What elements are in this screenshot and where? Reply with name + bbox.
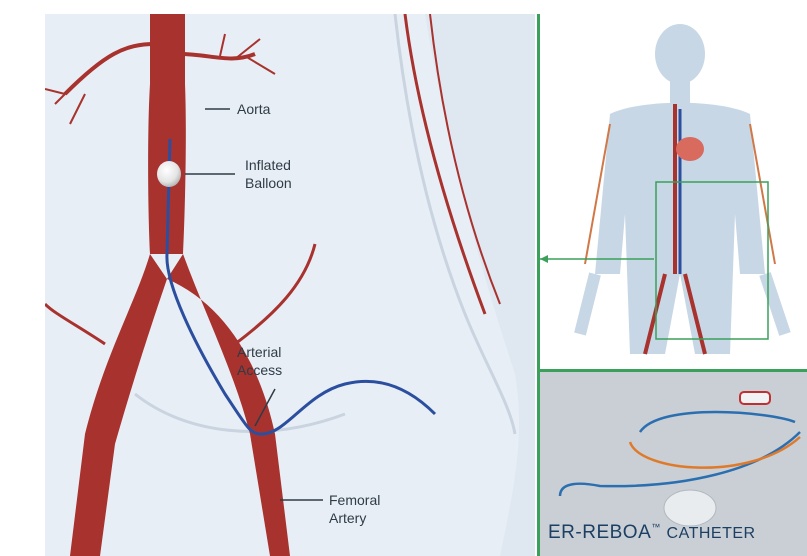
aorta-label: Aorta <box>237 101 270 118</box>
femoral-artery-label-line1: Femoral <box>329 492 380 509</box>
full-body-overview <box>540 14 807 370</box>
catheter-product-photo: ER-REBOA™ CATHETER <box>540 372 807 556</box>
torso-silhouette <box>45 14 519 556</box>
anatomy-illustration: Aorta Inflated Balloon Arterial Access F… <box>45 14 535 556</box>
catheter-shaft <box>560 432 800 496</box>
arterial-access-label-line2: Access <box>237 362 282 379</box>
femoral-artery-label-line2: Artery <box>329 510 366 527</box>
product-name: ER-REBOA <box>548 522 651 543</box>
product-caption: ER-REBOA™ CATHETER <box>548 522 756 544</box>
trademark-symbol: ™ <box>651 522 661 532</box>
body-figure <box>540 14 807 370</box>
arterial-access-label-line1: Arterial <box>237 344 281 361</box>
catheter-loop-orange <box>630 437 800 468</box>
catheter-hub <box>740 392 770 404</box>
head <box>655 24 705 84</box>
inflated-balloon <box>157 161 181 187</box>
focus-pointer-arrowhead <box>540 255 548 263</box>
product-suffix: CATHETER <box>667 525 756 542</box>
inflated-balloon-label-line1: Inflated <box>245 157 291 174</box>
anatomy-drawing <box>45 14 535 556</box>
neck <box>670 79 690 104</box>
heart <box>676 137 704 161</box>
inflated-balloon-label-line2: Balloon <box>245 175 292 192</box>
catheter-balloon <box>664 490 716 526</box>
catheter-loop-upper <box>640 412 795 432</box>
